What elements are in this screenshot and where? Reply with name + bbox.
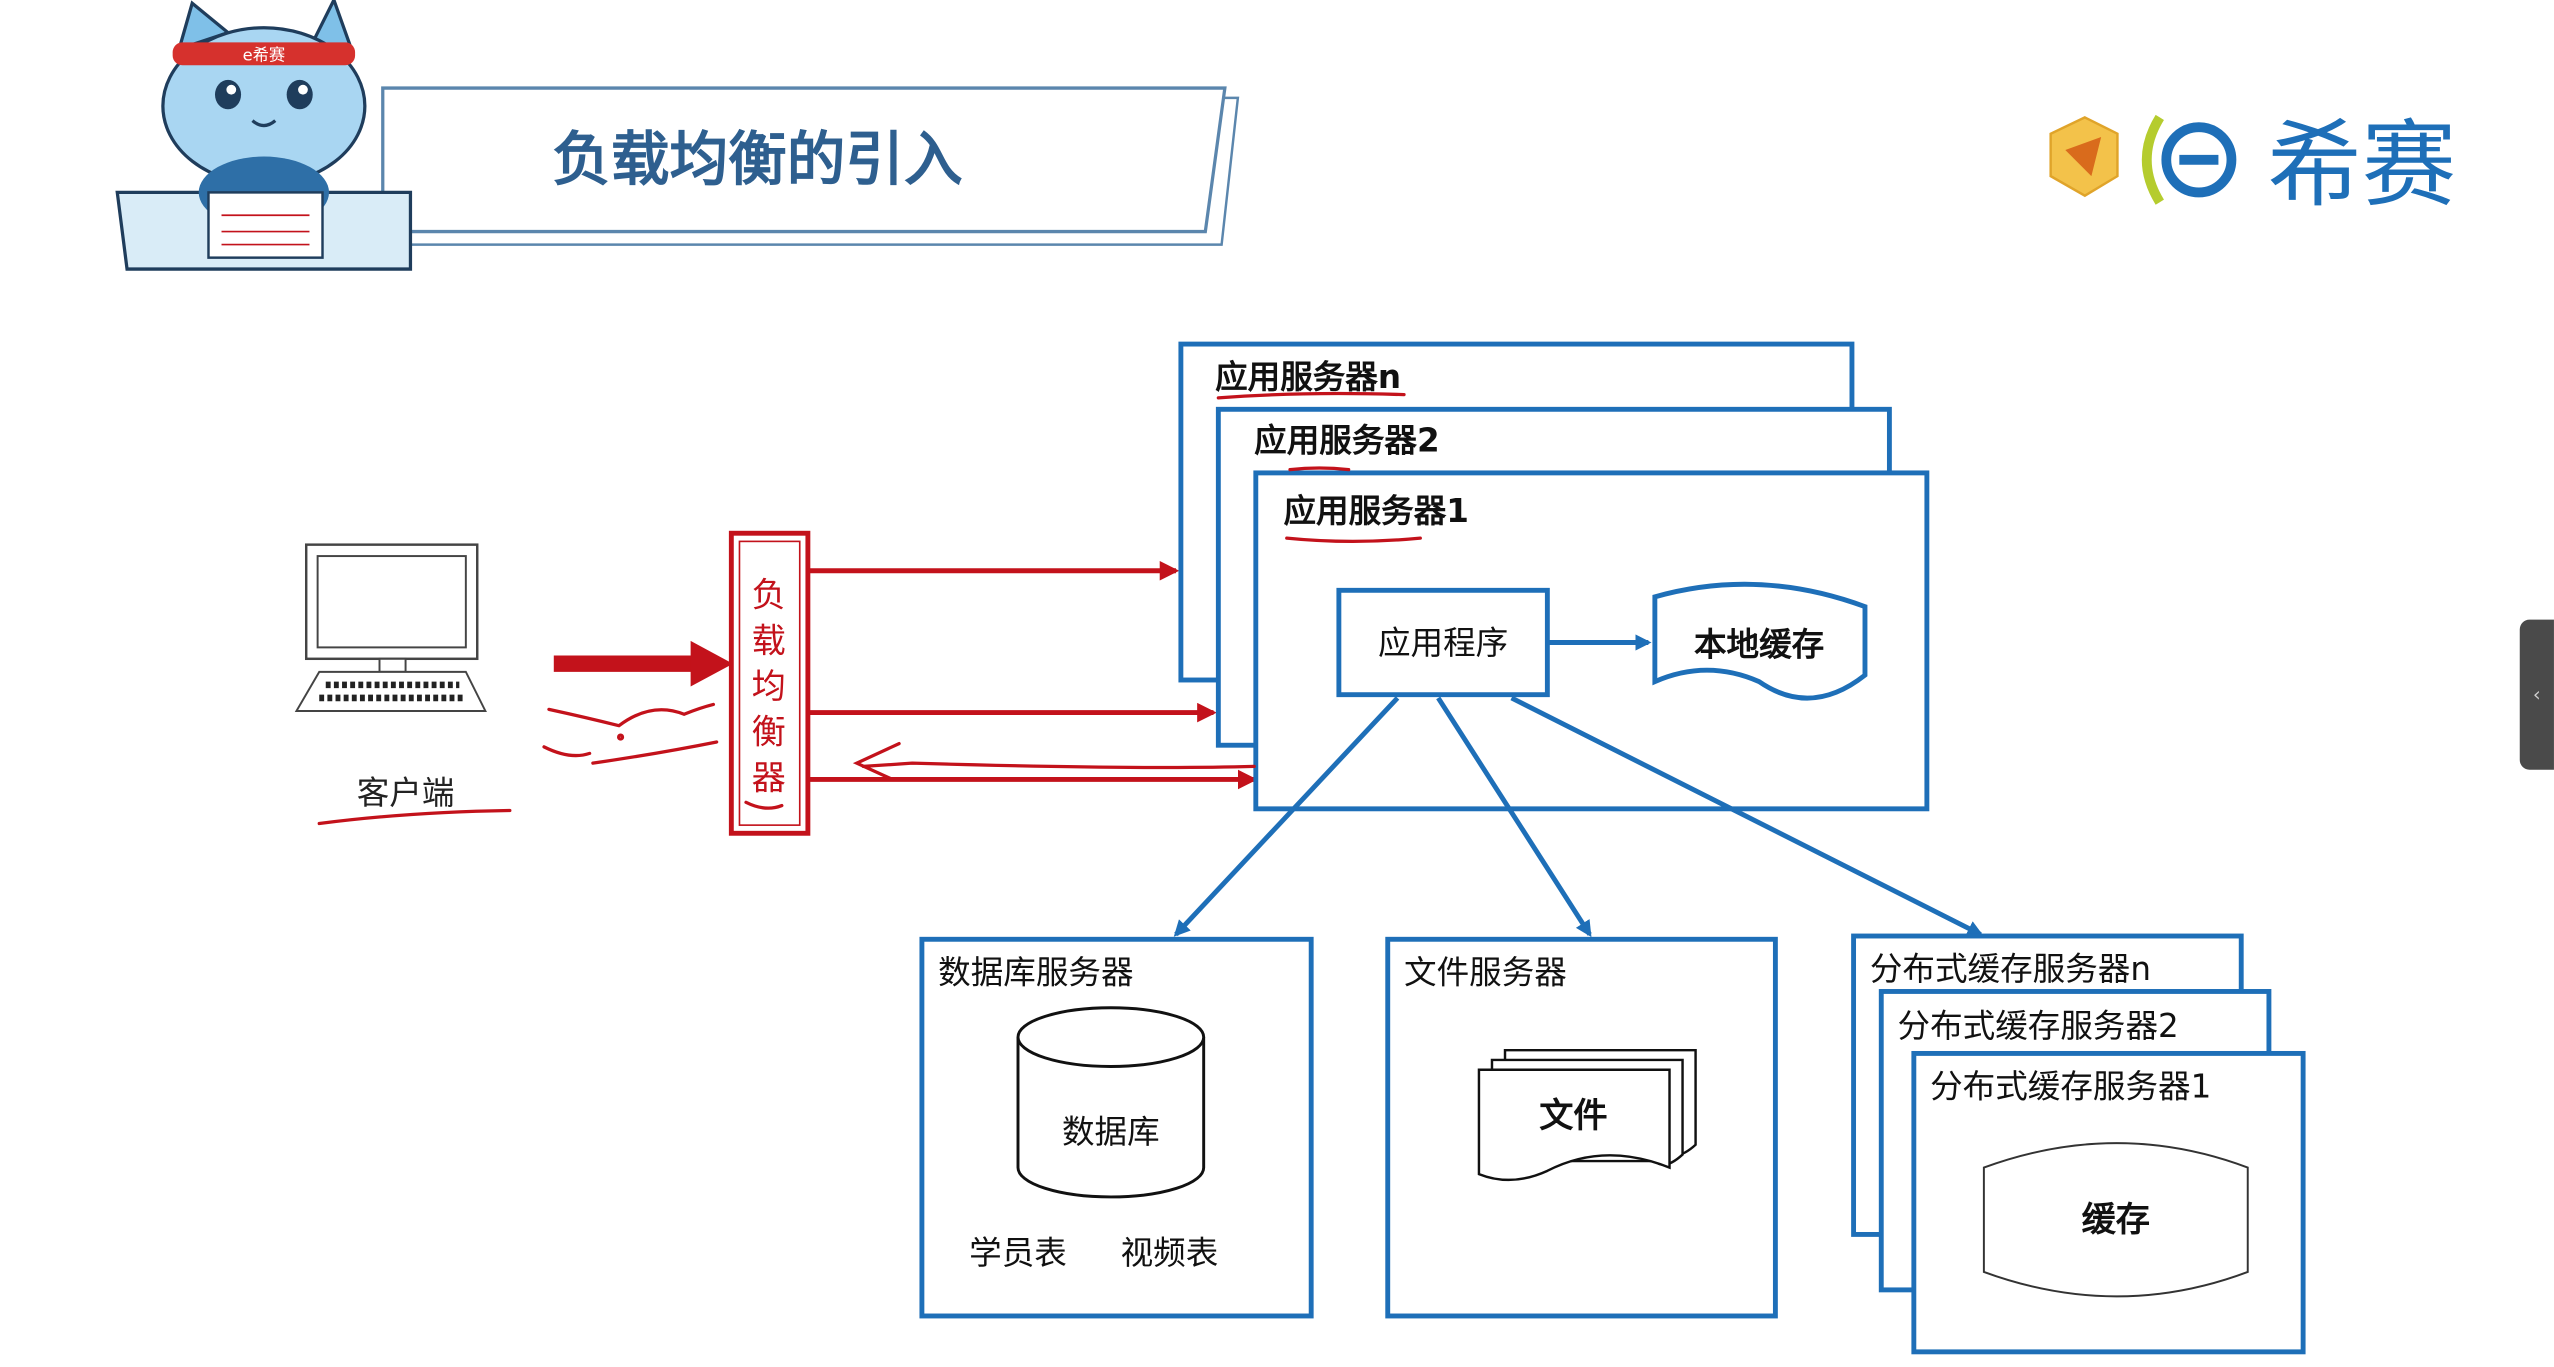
load-balancer-box: 负 载 均 衡 器: [728, 530, 811, 836]
cache-server-title: 分布式缓存服务器2: [1898, 1007, 2179, 1045]
db-server-box: 数据库服务器 数据库 学员表 视频表: [919, 936, 1314, 1319]
slide-title: 负载均衡的引入: [552, 125, 962, 193]
lb-char: 均: [752, 667, 786, 707]
app-server-title: 应用服务器2: [1254, 422, 1439, 460]
e-logo-icon: [2161, 122, 2237, 198]
mascot-illustration: e希赛: [115, 0, 413, 271]
mascot-band-text: e希赛: [243, 45, 286, 64]
local-cache-label: 本地缓存: [1694, 626, 1824, 664]
lb-char: 器: [752, 758, 786, 798]
documents-icon: [1477, 1048, 1697, 1182]
db-table-label: 学员表: [969, 1234, 1067, 1272]
app-to-file-arrow: [1436, 696, 1592, 938]
cache-label: 缓存: [2082, 1200, 2150, 1240]
title-banner: 负载均衡的引入: [381, 86, 1240, 246]
database-cylinder-icon: [1016, 1006, 1206, 1199]
chevron-left-icon: ‹: [2532, 683, 2541, 707]
lb-char: 载: [752, 621, 786, 661]
cache-server-title: 分布式缓存服务器n: [1870, 950, 2151, 988]
client-computer-icon: [294, 543, 487, 712]
side-panel-toggle[interactable]: ‹: [2519, 619, 2554, 770]
cache-shape-icon: [1982, 1142, 2249, 1298]
brand-logo: 希赛: [2049, 110, 2456, 220]
file-label: 文件: [1539, 1096, 1607, 1136]
local-cache-shape: [1652, 581, 1868, 701]
app-program-label: 应用程序: [1378, 624, 1508, 662]
file-server-box: 文件服务器 文件: [1385, 936, 1778, 1319]
db-table-label: 视频表: [1121, 1234, 1219, 1272]
client-label: 客户端: [357, 774, 455, 812]
app-server-title: 应用服务器1: [1283, 492, 1468, 530]
file-server-title: 文件服务器: [1404, 953, 1567, 991]
cache-server-1-box: 分布式缓存服务器1 缓存: [1911, 1050, 2306, 1355]
db-server-title: 数据库服务器: [938, 953, 1133, 991]
db-label: 数据库: [1062, 1113, 1160, 1151]
cache-server-title: 分布式缓存服务器1: [1930, 1067, 2211, 1105]
lb-char: 负: [752, 576, 786, 616]
app-to-db-arrow: [1173, 696, 1400, 937]
app-server-title: 应用服务器n: [1215, 358, 1401, 396]
lb-char: 衡: [752, 713, 786, 753]
brand-name: 希赛: [2267, 110, 2456, 220]
app-program-box: [1336, 587, 1550, 698]
app-to-cache-arrow: [1510, 695, 1984, 937]
ink-annotations: [317, 391, 1422, 826]
